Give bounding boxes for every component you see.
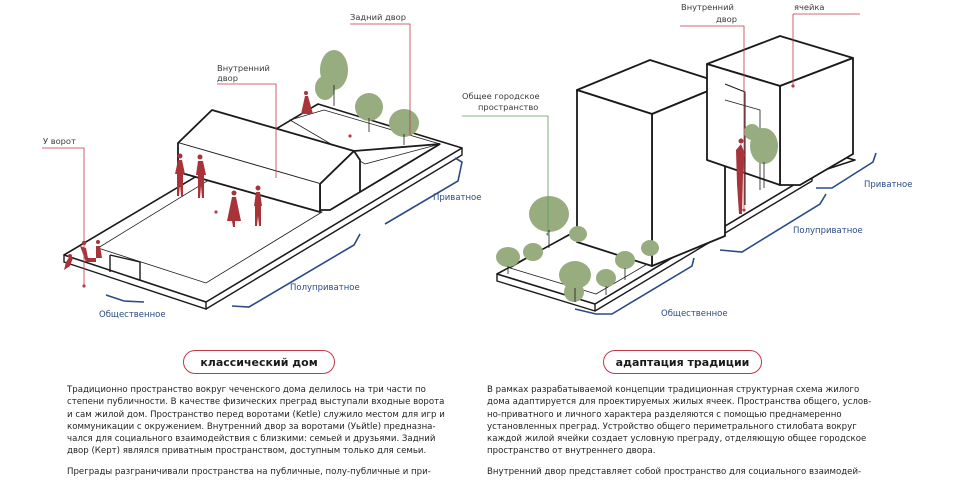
text-line: каждой жилой ячейки создает условную пре… bbox=[487, 434, 867, 445]
back-yard-trees bbox=[315, 50, 419, 137]
zone-private-right: Приватное bbox=[864, 180, 912, 190]
text-line: установленных преград. Устройство общего… bbox=[487, 421, 857, 432]
house-volume bbox=[177, 109, 441, 213]
medium-block bbox=[706, 35, 854, 186]
text-gap bbox=[487, 458, 871, 466]
text-line: дома адаптируется для проектируемых жилы… bbox=[487, 397, 872, 408]
label-inner-yard-1: Внутренний bbox=[217, 63, 270, 73]
text-line: коммуникации с окружением. Внутренний дв… bbox=[67, 421, 436, 432]
text-line: В рамках разрабатываемой концепции тради… bbox=[487, 385, 860, 395]
zone-private-left: Приватное bbox=[433, 193, 481, 203]
zone-semi-private-left: Полуприватное bbox=[290, 283, 360, 293]
label-inner-yard-right-2: двор bbox=[716, 14, 737, 24]
zone-public-left: Общественное bbox=[99, 310, 166, 320]
zone-semi-private-right: Полуприватное bbox=[793, 226, 863, 236]
text-gap bbox=[67, 458, 445, 466]
zone-public-right: Общественное bbox=[661, 309, 728, 319]
label-cell: ячейка bbox=[794, 2, 825, 12]
people-figures-left bbox=[64, 91, 313, 270]
text-line: но-приватного и личного характера раздел… bbox=[487, 409, 842, 420]
title-classic-house: классический дом bbox=[183, 350, 335, 374]
title-adaptation: адаптация традиции bbox=[603, 350, 762, 374]
label-gate: У ворот bbox=[43, 136, 76, 146]
label-inner-yard-right-1: Внутренний bbox=[681, 2, 734, 12]
gate bbox=[109, 254, 141, 280]
label-urban-space-2: пространство bbox=[478, 102, 538, 112]
label-inner-yard-2: двор bbox=[217, 73, 238, 83]
text-line: Преграды разграничивали пространства на … bbox=[67, 466, 431, 477]
adaptation-diagram bbox=[496, 35, 856, 312]
person-figure-right bbox=[736, 138, 745, 214]
text-line: Традиционно пространство вокруг чеченско… bbox=[67, 385, 426, 395]
label-urban-space-1: Общее городское bbox=[462, 91, 540, 101]
text-line: чался для социального взаимодействия с б… bbox=[67, 434, 436, 445]
left-leader-lines bbox=[42, 23, 411, 286]
text-line: степени публичности. В качестве физическ… bbox=[67, 397, 445, 408]
left-description: Традиционно пространство вокруг чеченско… bbox=[67, 384, 445, 478]
text-line: Внутренний двор представляет собой прост… bbox=[487, 466, 862, 477]
right-trees bbox=[496, 124, 778, 302]
label-back-yard: Задний двор bbox=[350, 12, 406, 22]
text-line: пространство от внутреннего двора. bbox=[487, 446, 656, 457]
text-line: и сам жилой дом. Пространство перед воро… bbox=[67, 409, 445, 420]
tall-block bbox=[576, 59, 726, 267]
text-line: двор (Керт) являлся приватным пространст… bbox=[67, 446, 427, 457]
classic-house-diagram bbox=[63, 103, 463, 310]
right-description: В рамках разрабатываемой концепции тради… bbox=[487, 384, 871, 478]
left-zone-brackets bbox=[105, 157, 463, 308]
right-leader-lines bbox=[462, 115, 549, 232]
right-zone-brackets bbox=[574, 152, 877, 315]
